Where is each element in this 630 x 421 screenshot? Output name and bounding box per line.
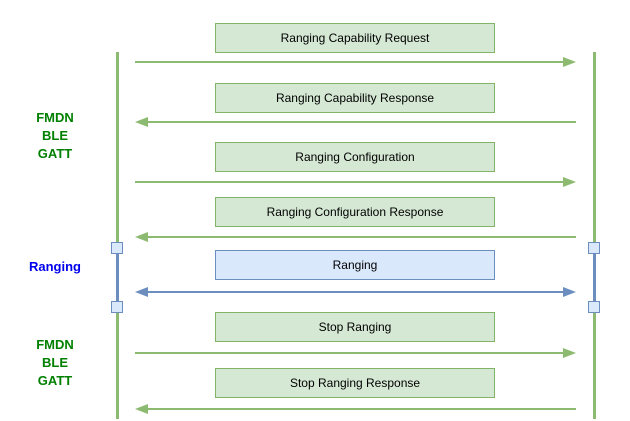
message-box: Ranging — [215, 250, 495, 280]
arrow-shaft — [144, 290, 567, 294]
message-box: Ranging Capability Request — [215, 23, 495, 53]
arrowhead-left-icon — [135, 117, 148, 127]
arrow-shaft — [135, 60, 567, 64]
phase-label-fmdn-ble-gatt-top: FMDN BLE GATT — [10, 109, 100, 163]
phase-label-line: BLE — [42, 355, 68, 370]
message-arrow-right — [135, 347, 576, 359]
arrowhead-left-icon — [135, 232, 148, 242]
arrowhead-left-icon — [135, 287, 148, 297]
message-arrow-right — [135, 176, 576, 188]
activation-bar-right — [593, 248, 596, 307]
message-box: Stop Ranging — [215, 312, 495, 342]
activation-endpoint — [111, 242, 123, 254]
activation-endpoint — [111, 301, 123, 313]
message-label: Ranging Configuration — [295, 150, 415, 164]
message-arrow-left — [135, 403, 576, 415]
phase-label-line: FMDN — [36, 110, 74, 125]
phase-label-line: GATT — [37, 146, 73, 161]
activation-endpoint — [588, 242, 600, 254]
phase-label-fmdn-ble-gatt-bottom: FMDN BLE GATT — [10, 336, 100, 390]
message-box: Ranging Configuration — [215, 142, 495, 172]
arrowhead-right-icon — [563, 287, 576, 297]
message-label: Ranging Capability Response — [275, 91, 435, 105]
arrowhead-right-icon — [563, 177, 576, 187]
message-arrow-right — [135, 56, 576, 68]
message-label: Stop Ranging Response — [289, 376, 421, 390]
message-arrow-left — [135, 231, 576, 243]
message-arrow-both — [135, 286, 576, 298]
arrowhead-right-icon — [563, 57, 576, 67]
arrowhead-left-icon — [135, 404, 148, 414]
arrow-shaft — [135, 180, 567, 184]
message-label: Ranging Capability Request — [280, 31, 430, 45]
message-label: Stop Ranging — [318, 320, 392, 334]
message-label: Ranging — [332, 258, 378, 272]
arrowhead-right-icon — [563, 348, 576, 358]
arrow-shaft — [144, 235, 576, 239]
message-box: Stop Ranging Response — [215, 368, 495, 398]
message-box: Ranging Capability Response — [215, 83, 495, 113]
message-arrow-left — [135, 116, 576, 128]
activation-bar-left — [116, 248, 119, 307]
activation-endpoint — [588, 301, 600, 313]
lifeline-left — [116, 52, 119, 419]
arrow-shaft — [144, 120, 576, 124]
phase-label-line: BLE — [42, 128, 68, 143]
lifeline-right — [593, 52, 596, 419]
phase-label-line: GATT — [37, 373, 73, 388]
phase-label-ranging: Ranging — [10, 258, 100, 276]
phase-label-line: FMDN — [36, 337, 74, 352]
phase-label-line: Ranging — [29, 259, 81, 274]
arrow-shaft — [144, 407, 576, 411]
arrow-shaft — [135, 351, 567, 355]
message-label: Ranging Configuration Response — [266, 205, 444, 219]
message-box: Ranging Configuration Response — [215, 197, 495, 227]
